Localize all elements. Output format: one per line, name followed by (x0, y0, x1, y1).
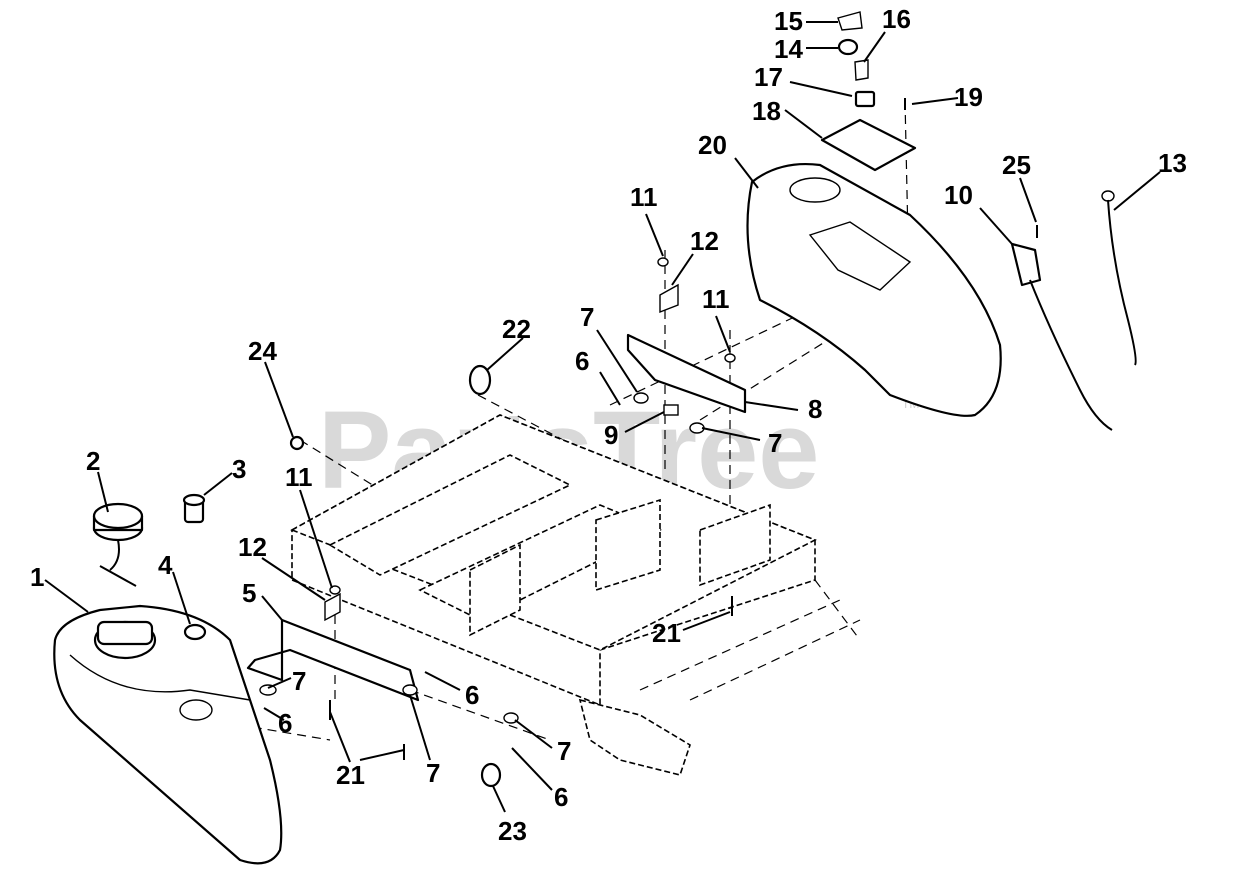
callout-7-e: 7 (557, 736, 571, 766)
key-part-15 (837, 11, 863, 31)
bracket-part-8 (626, 333, 747, 414)
fuel-cap-part-2 (92, 502, 144, 587)
washer-part-7-d (402, 684, 418, 696)
console-cover-part-20 (746, 163, 1002, 417)
grommet-part-3 (182, 493, 206, 524)
plate-part-12-a (659, 283, 679, 314)
switch-part-17 (854, 90, 876, 108)
washer-part-7-e (503, 712, 519, 724)
callout-19: 19 (954, 82, 983, 112)
callout-6-a: 6 (575, 346, 589, 376)
callout-17: 17 (754, 62, 783, 92)
callout-7-a: 7 (580, 302, 594, 332)
callout-6-d: 6 (554, 782, 568, 812)
clip-part-9 (663, 404, 679, 416)
bushing-part-4 (183, 623, 207, 641)
washer-part-7-b (689, 422, 705, 434)
bushing-part-22 (468, 364, 492, 396)
washer-part-7-a (633, 392, 649, 404)
callout-20: 20 (698, 130, 727, 160)
callout-11-c: 11 (285, 462, 313, 492)
panel-part-18 (820, 118, 917, 172)
callout-13: 13 (1158, 148, 1187, 178)
knob-part-14 (837, 38, 859, 56)
chassis-frame (290, 414, 861, 776)
fuel-tank-part-1 (53, 604, 283, 865)
callout-9: 9 (604, 420, 618, 450)
callout-6-b: 6 (278, 708, 292, 738)
callout-7-d: 7 (426, 758, 440, 788)
callout-15: 15 (774, 6, 803, 36)
nut-part-11-a (657, 257, 669, 267)
callout-23: 23 (498, 816, 527, 846)
callout-7-c: 7 (292, 666, 306, 696)
switch-part-16 (854, 59, 869, 81)
callout-14: 14 (774, 34, 803, 64)
nut-part-11-c (329, 585, 341, 595)
callout-10: 10 (944, 180, 973, 210)
callout-2: 2 (86, 446, 100, 476)
callout-11-a: 11 (630, 182, 658, 212)
leader-lines (44, 21, 1161, 813)
washer-part-7-c (259, 684, 277, 696)
callout-22: 22 (502, 314, 531, 344)
callout-8: 8 (808, 394, 822, 424)
callout-3: 3 (232, 454, 246, 484)
callout-21-a: 21 (652, 618, 681, 648)
throttle-part-10 (1010, 242, 1113, 431)
callout-25: 25 (1002, 150, 1031, 180)
callout-21-b: 21 (336, 760, 365, 790)
bracket-part-5 (246, 618, 420, 702)
bushing-part-23 (480, 762, 502, 788)
callout-24: 24 (248, 336, 277, 366)
plate-part-12-b (324, 592, 341, 622)
nut-part-11-b (724, 353, 736, 363)
callout-7-b: 7 (768, 428, 782, 458)
callout-1: 1 (30, 562, 44, 592)
bushing-part-24 (289, 435, 305, 451)
callout-6-c: 6 (465, 680, 479, 710)
callout-18: 18 (752, 96, 781, 126)
callout-12-a: 12 (690, 226, 719, 256)
callout-12-b: 12 (238, 532, 267, 562)
callout-4: 4 (158, 550, 173, 580)
callout-labels: 1 2 3 4 5 6 6 6 6 7 7 7 7 7 8 9 10 11 11… (30, 4, 1187, 846)
callout-16: 16 (882, 4, 911, 34)
callout-5: 5 (242, 578, 256, 608)
callout-11-b: 11 (702, 284, 730, 314)
cable-part-13 (1101, 190, 1137, 366)
